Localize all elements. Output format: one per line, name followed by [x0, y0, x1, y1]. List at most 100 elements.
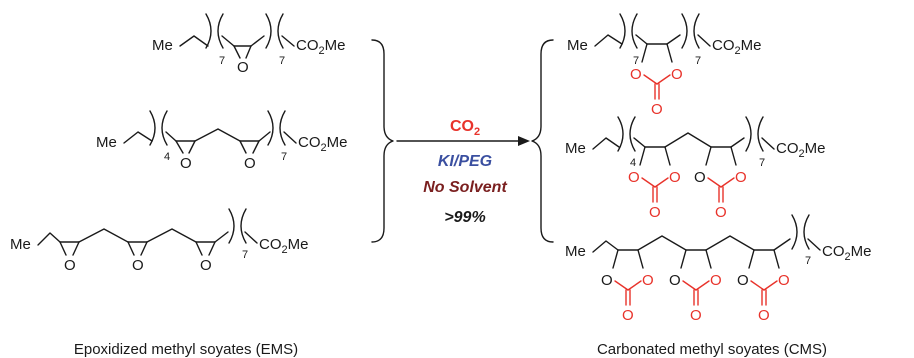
carbonyl-oxygen: O: [758, 307, 770, 324]
epoxide-bond: [245, 45, 252, 59]
cyclic-carbonate: O O O: [669, 249, 722, 324]
ems-structures: Me 7 O 7 CO2Me Me 4: [10, 13, 394, 274]
ring-bond: [695, 280, 710, 291]
ring-oxygen: O: [737, 272, 749, 289]
paren-open: [791, 214, 798, 250]
ester-label: CO2Me: [776, 140, 825, 160]
ems-bracket: [371, 39, 394, 243]
cms-molecule-3: Me O O O O O: [565, 214, 871, 324]
ring-bond: [627, 280, 642, 291]
methylene-bridge: [637, 235, 687, 251]
ester-label: CO2Me: [259, 236, 308, 256]
arrow-head: [518, 136, 530, 146]
ring-oxygen: O: [669, 272, 681, 289]
paren-open: [149, 110, 156, 146]
methylene-bridge: [78, 228, 129, 243]
bond: [258, 131, 271, 142]
ring-bond: [637, 249, 644, 269]
bond: [594, 34, 623, 47]
epoxide-bond: [127, 241, 135, 256]
ester-label: CO2Me: [298, 134, 347, 154]
ring-bond: [641, 43, 648, 63]
paren-close: [693, 13, 700, 49]
epoxide-bond: [59, 241, 67, 256]
co2-reagent: CO2: [450, 118, 480, 138]
bond: [761, 137, 775, 150]
paren-close: [240, 208, 247, 244]
paren-open: [619, 13, 626, 49]
ring-oxygen: O: [671, 66, 683, 83]
ring-bond: [730, 146, 737, 166]
paren-close: [631, 13, 638, 49]
epoxide-bond: [140, 241, 148, 256]
oxygen-label: O: [200, 257, 212, 274]
ring-oxygen: O: [694, 169, 706, 186]
paren-close: [217, 13, 224, 49]
ring-bond: [707, 177, 722, 188]
repeat-count: 7: [242, 249, 248, 261]
ring-bond: [641, 177, 656, 188]
carbonyl-oxygen: O: [649, 204, 661, 221]
me-label: Me: [96, 134, 117, 151]
ring-bond: [614, 280, 629, 291]
reaction-conditions: CO2 KI/PEG No Solvent >99%: [396, 118, 530, 226]
ring-bond: [612, 249, 619, 269]
paren-close: [629, 116, 636, 152]
epoxide-bond: [208, 241, 216, 256]
bond: [633, 137, 646, 148]
cms-bracket: [531, 39, 554, 243]
ring-oxygen: O: [601, 272, 613, 289]
ring-oxygen: O: [669, 169, 681, 186]
bond: [165, 131, 177, 142]
carbonyl-oxygen: O: [651, 101, 663, 118]
ring-bond: [750, 280, 765, 291]
ring-bond: [654, 177, 669, 188]
oxygen-label: O: [132, 257, 144, 274]
ring-bond: [639, 146, 646, 166]
ring-oxygen: O: [710, 272, 722, 289]
ring-bond: [656, 74, 671, 85]
ring-bond: [773, 249, 780, 269]
repeat-count: 7: [759, 157, 765, 169]
bond: [244, 231, 258, 244]
ems-molecule-1: Me 7 O 7 CO2Me: [152, 13, 345, 76]
epoxide-bond: [233, 45, 241, 59]
cms-molecule-2: Me 4 O O O O: [565, 116, 825, 221]
bond: [179, 35, 209, 47]
oxygen-label: O: [180, 155, 192, 172]
bond: [221, 35, 235, 47]
bond: [250, 35, 265, 47]
ester-label: CO2Me: [712, 37, 761, 57]
me-label: Me: [565, 243, 586, 260]
me-label: Me: [152, 37, 173, 54]
ring-bond: [680, 249, 687, 269]
repeat-count: 7: [633, 55, 639, 67]
paren-open: [265, 13, 272, 49]
cyclic-carbonate: O O O: [737, 249, 790, 324]
bond: [807, 238, 821, 251]
repeat-count: 7: [219, 55, 225, 67]
ethyl-bond: [37, 232, 61, 246]
ring-bond: [763, 280, 778, 291]
epoxide-bond: [175, 140, 184, 154]
paren-open: [745, 116, 752, 152]
epoxide-bond: [72, 241, 80, 256]
bond: [283, 131, 297, 144]
ems-caption: Epoxidized methyl soyates (EMS): [74, 341, 298, 358]
repeat-count: 7: [279, 55, 285, 67]
oxygen-label: O: [237, 59, 249, 76]
ring-oxygen: O: [642, 272, 654, 289]
oxygen-label: O: [244, 155, 256, 172]
me-label: Me: [565, 140, 586, 157]
ring-bond: [748, 249, 755, 269]
epoxide-bond: [195, 241, 203, 256]
cyclic-carbonate: O O O: [628, 146, 681, 221]
repeat-count: 4: [630, 157, 636, 169]
bond: [214, 231, 229, 243]
methylene-bridge: [705, 235, 755, 251]
paren-close: [757, 116, 764, 152]
ethyl-bond: [592, 240, 619, 253]
bond: [697, 34, 711, 47]
ring-oxygen: O: [628, 169, 640, 186]
